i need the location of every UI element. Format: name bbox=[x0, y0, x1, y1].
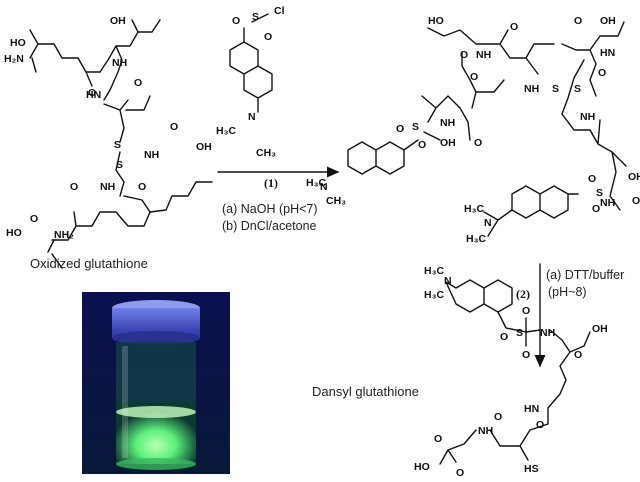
atom-s: S bbox=[116, 159, 123, 171]
atom-o: O bbox=[598, 67, 606, 79]
atom-labels: OH HO H₂N O NH HN O S S O OH NH O NH O O… bbox=[4, 5, 640, 479]
atom-ho: HO bbox=[6, 227, 22, 239]
atom-o: O bbox=[536, 419, 544, 431]
oxidized-glutathione-structure bbox=[29, 19, 213, 269]
atom-nh: NH bbox=[580, 111, 595, 123]
atom-hn: HN bbox=[600, 47, 615, 59]
atom-s: S bbox=[114, 139, 121, 151]
atom-nh: NH bbox=[112, 57, 127, 69]
atom-h3c: H₃C bbox=[424, 289, 444, 301]
atom-o: O bbox=[500, 331, 508, 343]
dansyl-glutathione-structure bbox=[439, 279, 591, 465]
atom-oh: OH bbox=[628, 171, 640, 183]
atom-h2n: H₂N bbox=[4, 53, 24, 65]
atom-nh: NH bbox=[440, 117, 455, 129]
atom-o: O bbox=[588, 173, 596, 185]
atom-o: O bbox=[232, 15, 240, 27]
atom-o: O bbox=[494, 411, 502, 423]
atom-nh2: NH₂ bbox=[54, 229, 74, 241]
fluorescent-vial-photo bbox=[82, 292, 230, 474]
atom-o: O bbox=[70, 181, 78, 193]
atom-h3c: H₃C bbox=[216, 125, 236, 137]
atom-o: O bbox=[574, 349, 582, 361]
atom-o: O bbox=[134, 77, 142, 89]
atom-o: O bbox=[632, 195, 640, 207]
atom-n: N bbox=[320, 181, 328, 193]
step2-condition-b: (pH~8) bbox=[548, 285, 587, 299]
step1-condition-b: (b) DnCl/acetone bbox=[222, 219, 317, 233]
atom-s: S bbox=[252, 11, 259, 23]
atom-nh: NH bbox=[100, 181, 115, 193]
atom-nh: NH bbox=[600, 197, 615, 209]
atom-hs: HS bbox=[524, 463, 539, 475]
atom-s: S bbox=[552, 83, 559, 95]
step1-condition-a: (a) NaOH (pH<7) bbox=[222, 202, 318, 216]
atom-o: O bbox=[460, 49, 468, 61]
atom-ho: HO bbox=[414, 461, 430, 473]
atom-n: N bbox=[484, 217, 492, 229]
atom-o: O bbox=[170, 121, 178, 133]
atom-o: O bbox=[510, 21, 518, 33]
atom-cl: Cl bbox=[274, 5, 285, 17]
atom-h3c: H₃C bbox=[306, 177, 326, 189]
step2-number: (2) bbox=[516, 287, 530, 301]
atom-oh: OH bbox=[592, 323, 608, 335]
atom-nh: NH bbox=[524, 83, 539, 95]
atom-o: O bbox=[470, 71, 478, 83]
atom-o: O bbox=[88, 87, 96, 99]
dansyl-chloride-structure bbox=[229, 13, 273, 113]
atom-o: O bbox=[574, 15, 582, 27]
atom-o: O bbox=[30, 213, 38, 225]
atom-h3c: H₃C bbox=[464, 203, 484, 215]
atom-s: S bbox=[516, 327, 523, 339]
atom-h3c: H₃C bbox=[466, 233, 486, 245]
oxidized-glutathione-label: Oxidized glutathione bbox=[30, 256, 148, 271]
atom-nh: NH bbox=[476, 49, 491, 61]
vial-drawing bbox=[82, 292, 230, 474]
dansylated-oxidized-product-structure bbox=[347, 21, 627, 237]
atom-o: O bbox=[522, 349, 530, 361]
atom-ho: HO bbox=[428, 15, 444, 27]
atom-hn: HN bbox=[86, 89, 101, 101]
atom-ho: HO bbox=[10, 37, 26, 49]
atom-o: O bbox=[264, 31, 272, 43]
atom-n: N bbox=[248, 111, 256, 123]
atom-o: O bbox=[396, 123, 404, 135]
atom-nh: NH bbox=[144, 149, 159, 161]
step1-number: (1) bbox=[264, 176, 278, 190]
atom-o: O bbox=[456, 467, 464, 479]
atom-hn: HN bbox=[524, 403, 539, 415]
atom-ch3: CH₃ bbox=[256, 147, 276, 159]
atom-o: O bbox=[474, 137, 482, 149]
atom-o: O bbox=[592, 203, 600, 215]
atom-oh: OH bbox=[440, 137, 456, 149]
atom-n: N bbox=[444, 275, 452, 287]
step2-condition-a: (a) DTT/buffer bbox=[546, 268, 625, 282]
dansyl-glutathione-label: Dansyl glutathione bbox=[312, 384, 419, 399]
atom-nh: NH bbox=[540, 327, 555, 339]
atom-o: O bbox=[522, 305, 530, 317]
atom-s: S bbox=[412, 121, 419, 133]
atom-o: O bbox=[418, 139, 426, 151]
atom-s: S bbox=[596, 187, 603, 199]
atom-oh: OH bbox=[196, 141, 212, 153]
atom-ch3: CH₃ bbox=[326, 195, 346, 207]
atom-nh: NH bbox=[478, 425, 493, 437]
atom-oh: OH bbox=[600, 15, 616, 27]
atom-h3c: H₃C bbox=[424, 265, 444, 277]
atom-s: S bbox=[574, 83, 581, 95]
atom-oh: OH bbox=[110, 15, 126, 27]
atom-o: O bbox=[138, 181, 146, 193]
atom-o: O bbox=[434, 433, 442, 445]
